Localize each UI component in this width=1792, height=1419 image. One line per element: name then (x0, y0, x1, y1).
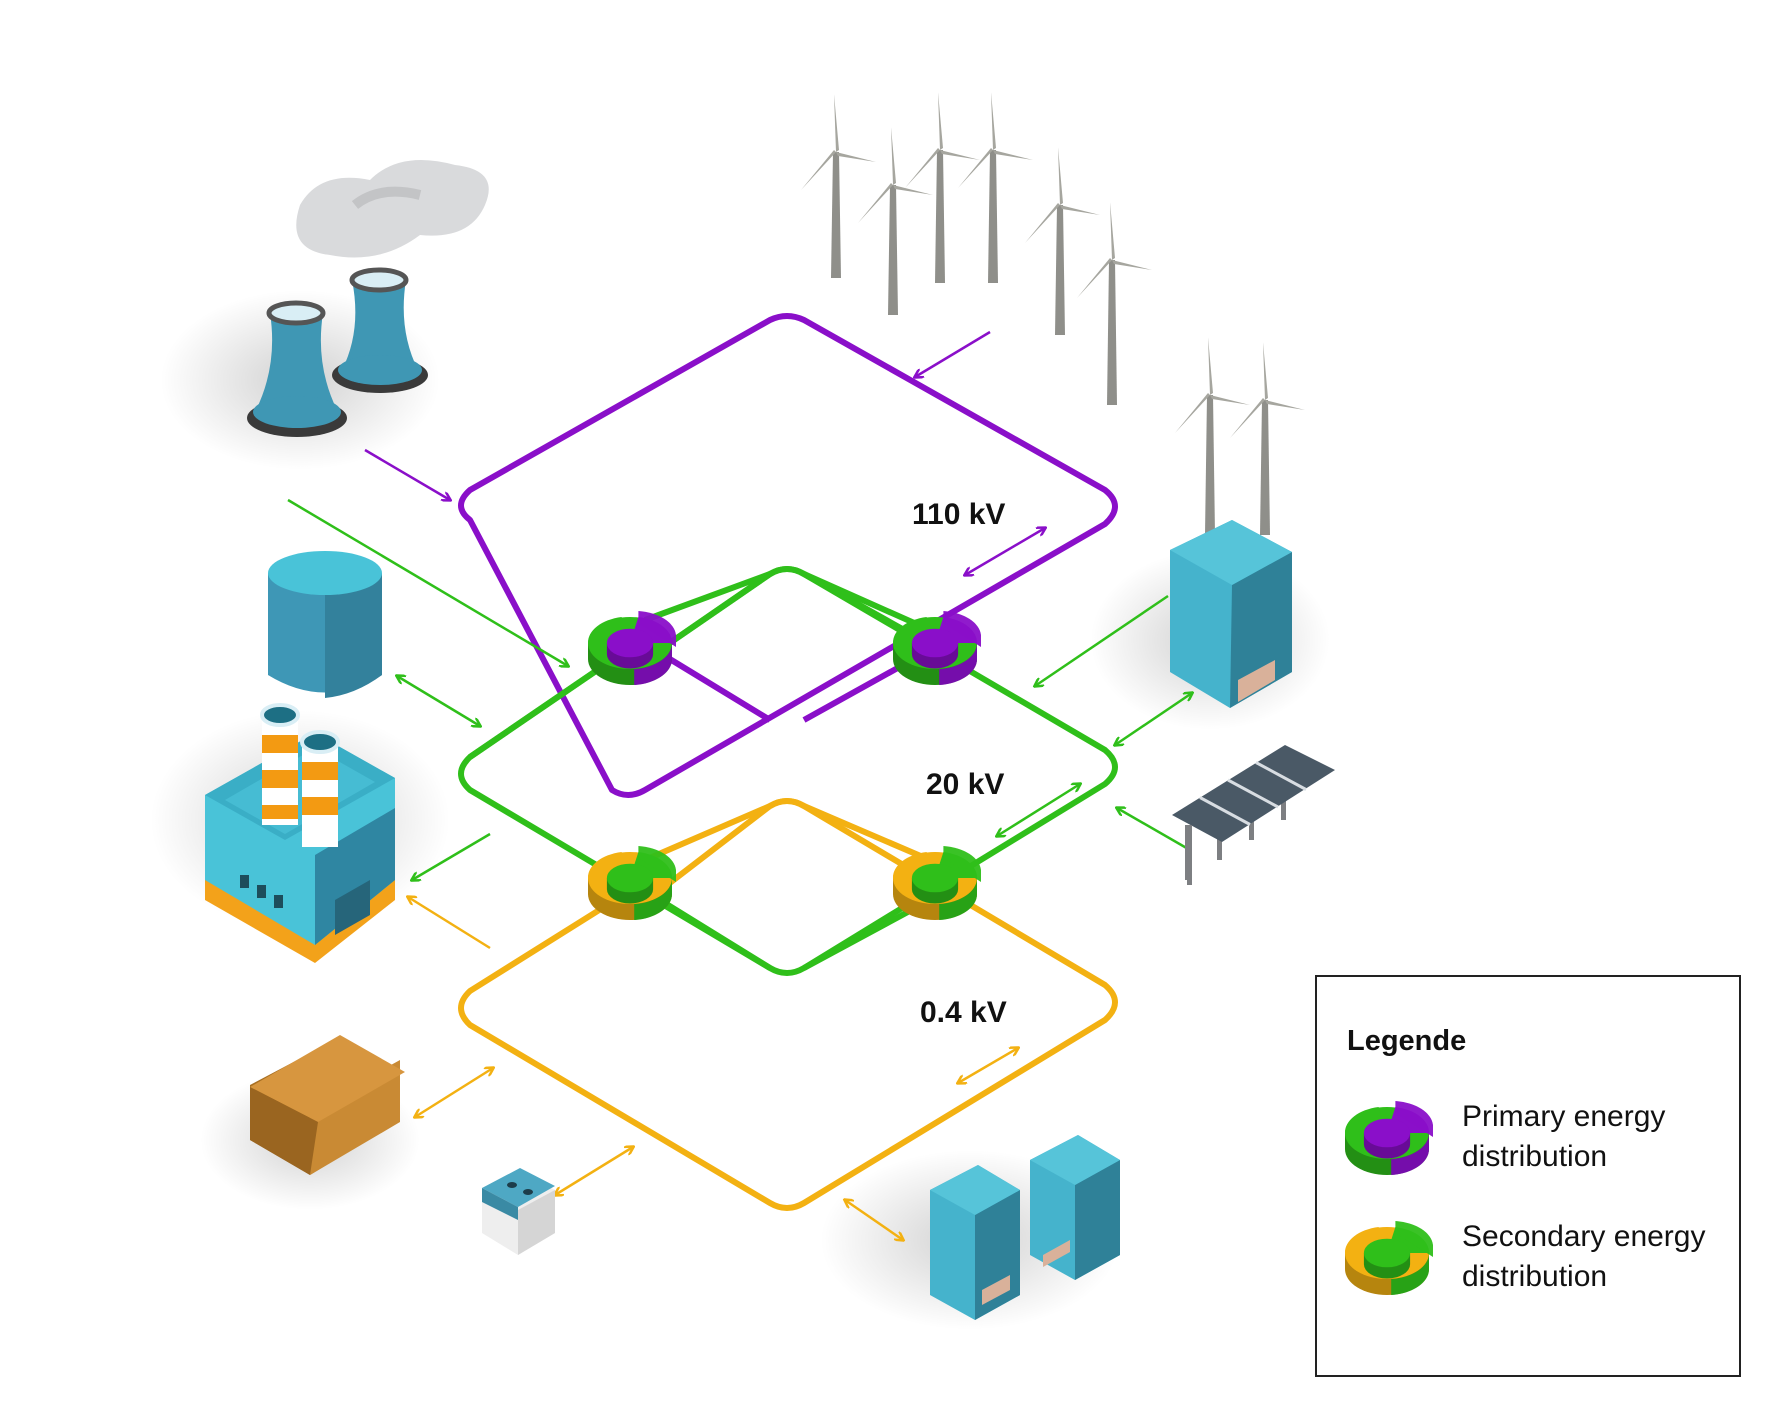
legend-item-secondary: Secondary energy distribution (1462, 1217, 1732, 1297)
legend-secondary-node (1344, 1221, 1433, 1295)
wind-turbines-icon (801, 92, 1305, 535)
loop-04kv (458, 798, 1118, 1211)
legend-title: Legende (1347, 1025, 1467, 1057)
primary-node-right (892, 611, 981, 685)
wind-turbine (1230, 342, 1305, 535)
legend-item-primary-line1: Primary energy (1462, 1100, 1666, 1133)
solar-panels-icon (1172, 745, 1335, 885)
small-device-icon (482, 1168, 555, 1255)
storage-tank-icon (268, 551, 382, 698)
secondary-node-left (587, 846, 676, 920)
wind-turbine (801, 94, 876, 278)
apartment-buildings-icon (930, 1135, 1120, 1320)
legend: Legende Primary energy distribution Seco… (1315, 975, 1741, 1377)
house-icon (250, 1035, 405, 1175)
legend-item-secondary-line2: distribution (1462, 1260, 1608, 1293)
wind-turbine (958, 92, 1033, 283)
legend-item-primary-line2: distribution (1462, 1140, 1608, 1173)
loop-110kv (458, 313, 1118, 798)
factory-icon (205, 703, 395, 963)
wind-turbine (858, 127, 933, 315)
secondary-node-right (892, 846, 981, 920)
cooling-towers-icon (247, 160, 489, 437)
office-building-icon (1170, 520, 1292, 708)
wind-turbine (1025, 147, 1100, 335)
wind-turbine (1175, 337, 1250, 535)
flow-arrows (287, 330, 1192, 1240)
legend-primary-node (1344, 1101, 1433, 1175)
label-20kv: 20 kV (926, 768, 1004, 801)
legend-item-primary: Primary energy distribution (1462, 1097, 1732, 1177)
legend-item-secondary-line1: Secondary energy (1462, 1220, 1706, 1253)
label-110kv: 110 kV (912, 498, 1005, 531)
label-04kv: 0.4 kV (920, 996, 1007, 1029)
secondary-distribution-icon (1344, 1221, 1433, 1295)
wind-turbine (1077, 202, 1152, 405)
primary-node-left (587, 611, 676, 685)
primary-distribution-icon (1344, 1101, 1433, 1175)
loop-20kv (458, 566, 1118, 976)
wind-turbine (905, 92, 980, 283)
